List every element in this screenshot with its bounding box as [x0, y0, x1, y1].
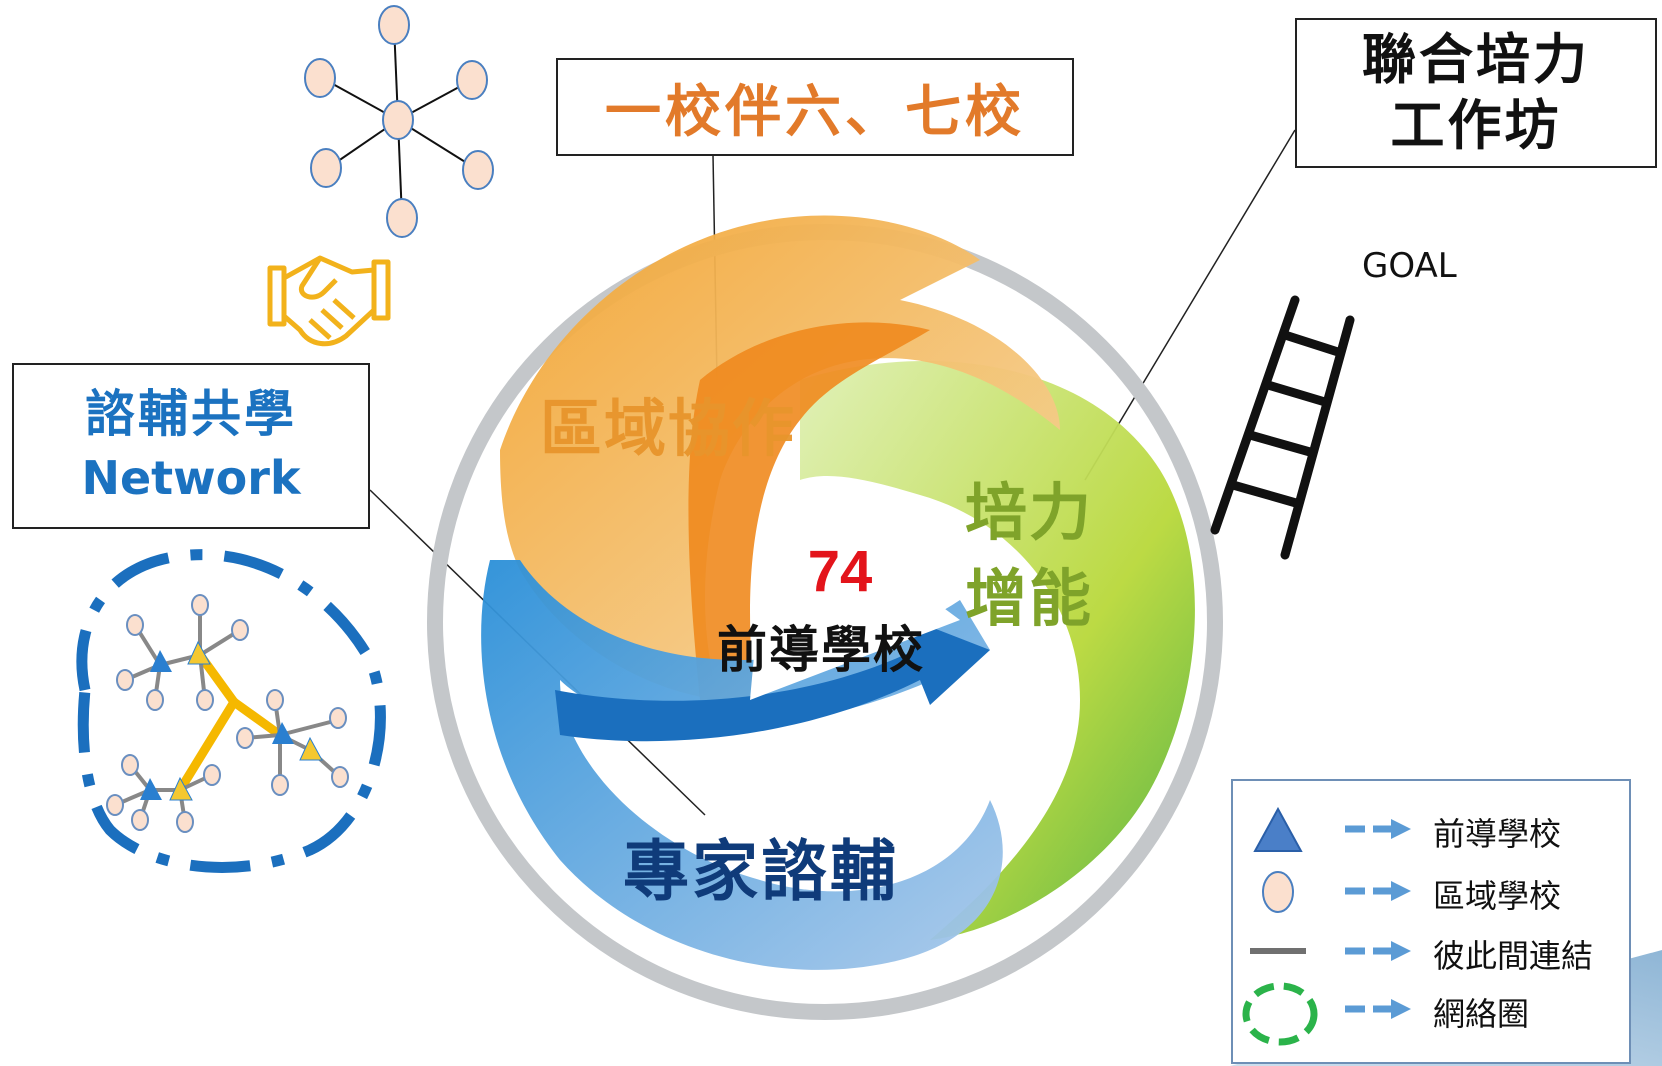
legend-label: 網絡圈 [1433, 995, 1530, 1033]
dashed-arrow-icon [1345, 941, 1411, 961]
connector-line [1084, 129, 1296, 481]
legend-row-lead-school: 前導學校 [1233, 801, 1629, 859]
lead-count: 74 [807, 539, 873, 604]
circle-node-icon [1262, 871, 1294, 913]
dashed-ring-icon [1242, 982, 1318, 1046]
network-box: 諮輔共學 Network [12, 363, 370, 529]
lead-school-label: 前導學校 [717, 621, 925, 679]
network-label-line2: Network [81, 451, 301, 505]
orange-swirl [500, 215, 1060, 700]
network-ring-icon [76, 549, 386, 873]
center-triangle [750, 480, 960, 700]
workshop-box: 聯合培力 工作坊 [1295, 18, 1657, 168]
legend-label: 前導學校 [1433, 815, 1562, 853]
star-network-icon [304, 5, 494, 238]
handshake-icon [267, 255, 391, 347]
dashed-arrow-icon [1345, 999, 1411, 1019]
legend-label: 區域學校 [1433, 877, 1562, 915]
legend-row-regional-school: 區域學校 [1233, 863, 1629, 921]
legend-row-link: 彼此間連結 [1233, 923, 1629, 981]
expert-label: 專家諮輔 [623, 833, 899, 910]
orange-inner-band [688, 322, 930, 700]
empower-label-line2: 增能 [965, 562, 1094, 635]
line-link-icon [1250, 948, 1306, 954]
triangle-icon [1253, 807, 1303, 852]
one-school-box: 一校伴六、七校 [556, 58, 1074, 156]
legend: 前導學校 區域學校 彼此間連結 網絡圈 [1231, 779, 1631, 1064]
regional-collab-label: 區域協作 [540, 392, 797, 465]
blue-swirl [481, 560, 1003, 970]
ladder-icon [1210, 295, 1355, 560]
green-swirl [800, 360, 1195, 940]
workshop-label-line1: 聯合培力 [1362, 28, 1590, 91]
network-label-line1: 諮輔共學 [85, 385, 297, 443]
dashed-arrow-icon [1345, 881, 1411, 901]
one-school-label: 一校伴六、七校 [605, 79, 1025, 145]
workshop-label-line2: 工作坊 [1390, 94, 1562, 157]
legend-label: 彼此間連結 [1433, 937, 1594, 975]
blue-arrow-band [555, 615, 990, 742]
dashed-arrow-icon [1345, 819, 1411, 839]
legend-row-network-circle: 網絡圈 [1233, 981, 1629, 1046]
empower-label-line1: 培力 [965, 476, 1094, 549]
goal-label: GOAL [1362, 246, 1457, 286]
